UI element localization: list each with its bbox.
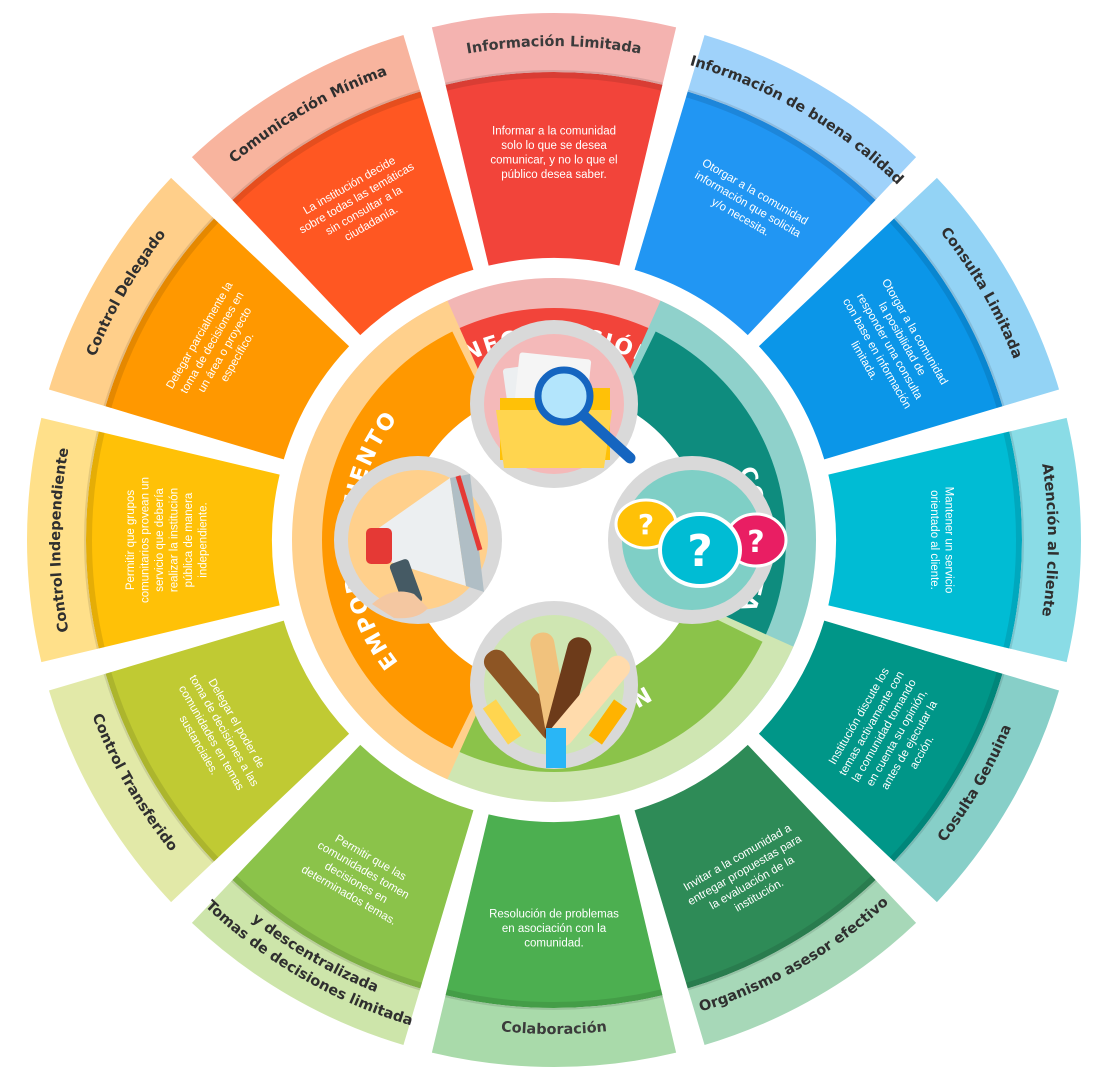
segment-description-line: servicio que debería	[154, 488, 166, 592]
segment-description-line: orientado al cliente.	[928, 490, 940, 590]
segment-description-line: Informar a la comunidad	[492, 125, 616, 137]
segment-divider	[231, 89, 423, 205]
speech-bubbles-question-icon: ???	[608, 456, 788, 624]
segment-body	[634, 91, 876, 336]
segment-title-band	[191, 880, 421, 1046]
joined-hands-icon	[470, 601, 638, 769]
segment-divider	[889, 217, 1005, 409]
segment-title-band	[431, 995, 677, 1067]
segment-body	[232, 744, 474, 989]
segment-description-line: comunidad.	[524, 938, 583, 950]
icon-layer: ???	[334, 320, 788, 769]
megaphone-icon	[334, 456, 502, 624]
segment-title-band	[48, 673, 214, 903]
segment-body	[232, 91, 474, 336]
segment-body	[828, 431, 1022, 649]
segment-description-line: Permitir que grupos	[125, 490, 137, 591]
segment-description-line: comunicar, y no lo que el	[490, 154, 617, 166]
segment-divider	[685, 89, 877, 205]
folder-magnifier-icon	[470, 320, 638, 488]
segment-description-line: en asociación con la	[502, 923, 607, 935]
segment-description-line: Mantener un servicio	[942, 487, 954, 594]
segment-divider	[889, 671, 1005, 863]
segment-title-band	[687, 880, 917, 1046]
segment-description: Resolución de problemas en asociación con…	[489, 909, 619, 950]
segment-title-band	[191, 34, 421, 200]
svg-text:?: ?	[687, 526, 713, 577]
segment-description: Informar a la comunidad solo lo que se de…	[490, 125, 617, 181]
segment-description-line: Resolución de problemas	[489, 909, 619, 921]
segment-body	[85, 431, 280, 649]
segment-divider	[103, 671, 219, 863]
segment-description-line: realizar la institución	[168, 488, 180, 592]
segment-body	[758, 620, 1003, 862]
center-disk	[404, 390, 704, 690]
segment-body	[445, 814, 663, 1008]
segment-description-line: comunitarios provean un	[139, 477, 151, 603]
segment-divider	[1003, 431, 1024, 649]
segment-title-band	[27, 417, 99, 663]
segment-description-line: independiente.	[197, 502, 209, 577]
segment-description-line: público desea saber.	[501, 169, 607, 181]
segment-body	[634, 744, 876, 989]
segment-title-band	[894, 673, 1060, 903]
segment-title-band	[1009, 417, 1081, 663]
segment-divider	[685, 875, 877, 991]
segment-body	[105, 218, 350, 460]
segment-divider	[445, 989, 663, 1010]
segment-divider	[83, 431, 105, 649]
hub-body	[322, 331, 489, 749]
segment-colaboracion: Colaboración Resolución de problemas en as…	[431, 814, 677, 1067]
segment-title-band	[687, 34, 917, 200]
segment-title: Información Limitada	[465, 34, 642, 58]
segment-body	[105, 620, 350, 862]
segment-divider	[103, 217, 219, 409]
segment-body	[445, 72, 663, 266]
segment-divider	[231, 875, 423, 991]
segment-title: Atención al cliente	[1038, 462, 1060, 618]
segment-body	[758, 218, 1003, 460]
segment-title-band	[431, 13, 677, 85]
svg-text:?: ?	[638, 508, 654, 541]
segment-atencion-cliente: Atención al cliente Mantener un servicioo…	[828, 417, 1081, 663]
segment-title-band	[894, 177, 1060, 407]
segment-description-line: pública de manera	[183, 492, 195, 587]
segment-title-band	[48, 177, 214, 407]
segment-title: Colaboración	[500, 1019, 607, 1038]
segment-divider	[445, 70, 663, 91]
svg-text:?: ?	[747, 525, 764, 560]
segment-description-line: solo lo que se desea	[501, 140, 607, 152]
